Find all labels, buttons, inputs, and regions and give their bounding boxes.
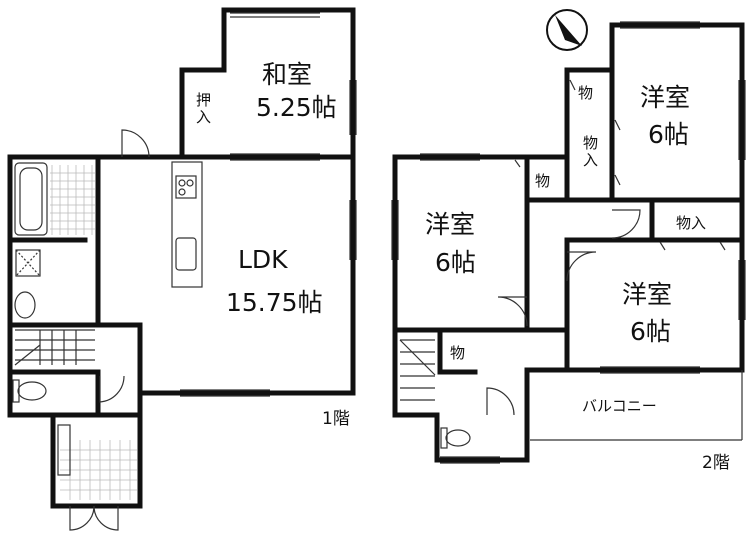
floor1-thin — [12, 12, 357, 531]
mono-storage-3: 物 — [450, 344, 466, 362]
monoire-storage-1: 物入 — [581, 135, 599, 169]
youshitsu-se-size: 6帖 — [630, 317, 671, 346]
floor1-walls — [7, 7, 356, 509]
washitsu-name: 和室 — [262, 60, 313, 89]
ldk-size: 15.75帖 — [226, 288, 323, 317]
monoire-storage-2: 物入 — [676, 214, 707, 232]
youshitsu-se-name: 洋室 — [622, 280, 673, 309]
youshitsu-w-name: 洋室 — [425, 210, 476, 239]
floor2-label: 2階 — [702, 453, 730, 473]
compass-north-icon — [546, 9, 588, 51]
floor1-label: 1階 — [322, 409, 350, 429]
balcony-label: バルコニー — [582, 397, 657, 415]
floor2-thin — [391, 21, 746, 464]
youshitsu-ne-name: 洋室 — [640, 83, 691, 112]
youshitsu-ne-size: 6帖 — [648, 120, 689, 149]
mono-storage-1: 物 — [578, 84, 594, 102]
ldk-name: LDK — [238, 245, 288, 274]
washitsu-size: 5.25帖 — [256, 93, 337, 122]
oshiire-label: 押入 — [194, 92, 212, 126]
floor2-walls — [392, 22, 745, 463]
youshitsu-w-size: 6帖 — [435, 248, 476, 277]
mono-storage-2: 物 — [535, 172, 551, 190]
